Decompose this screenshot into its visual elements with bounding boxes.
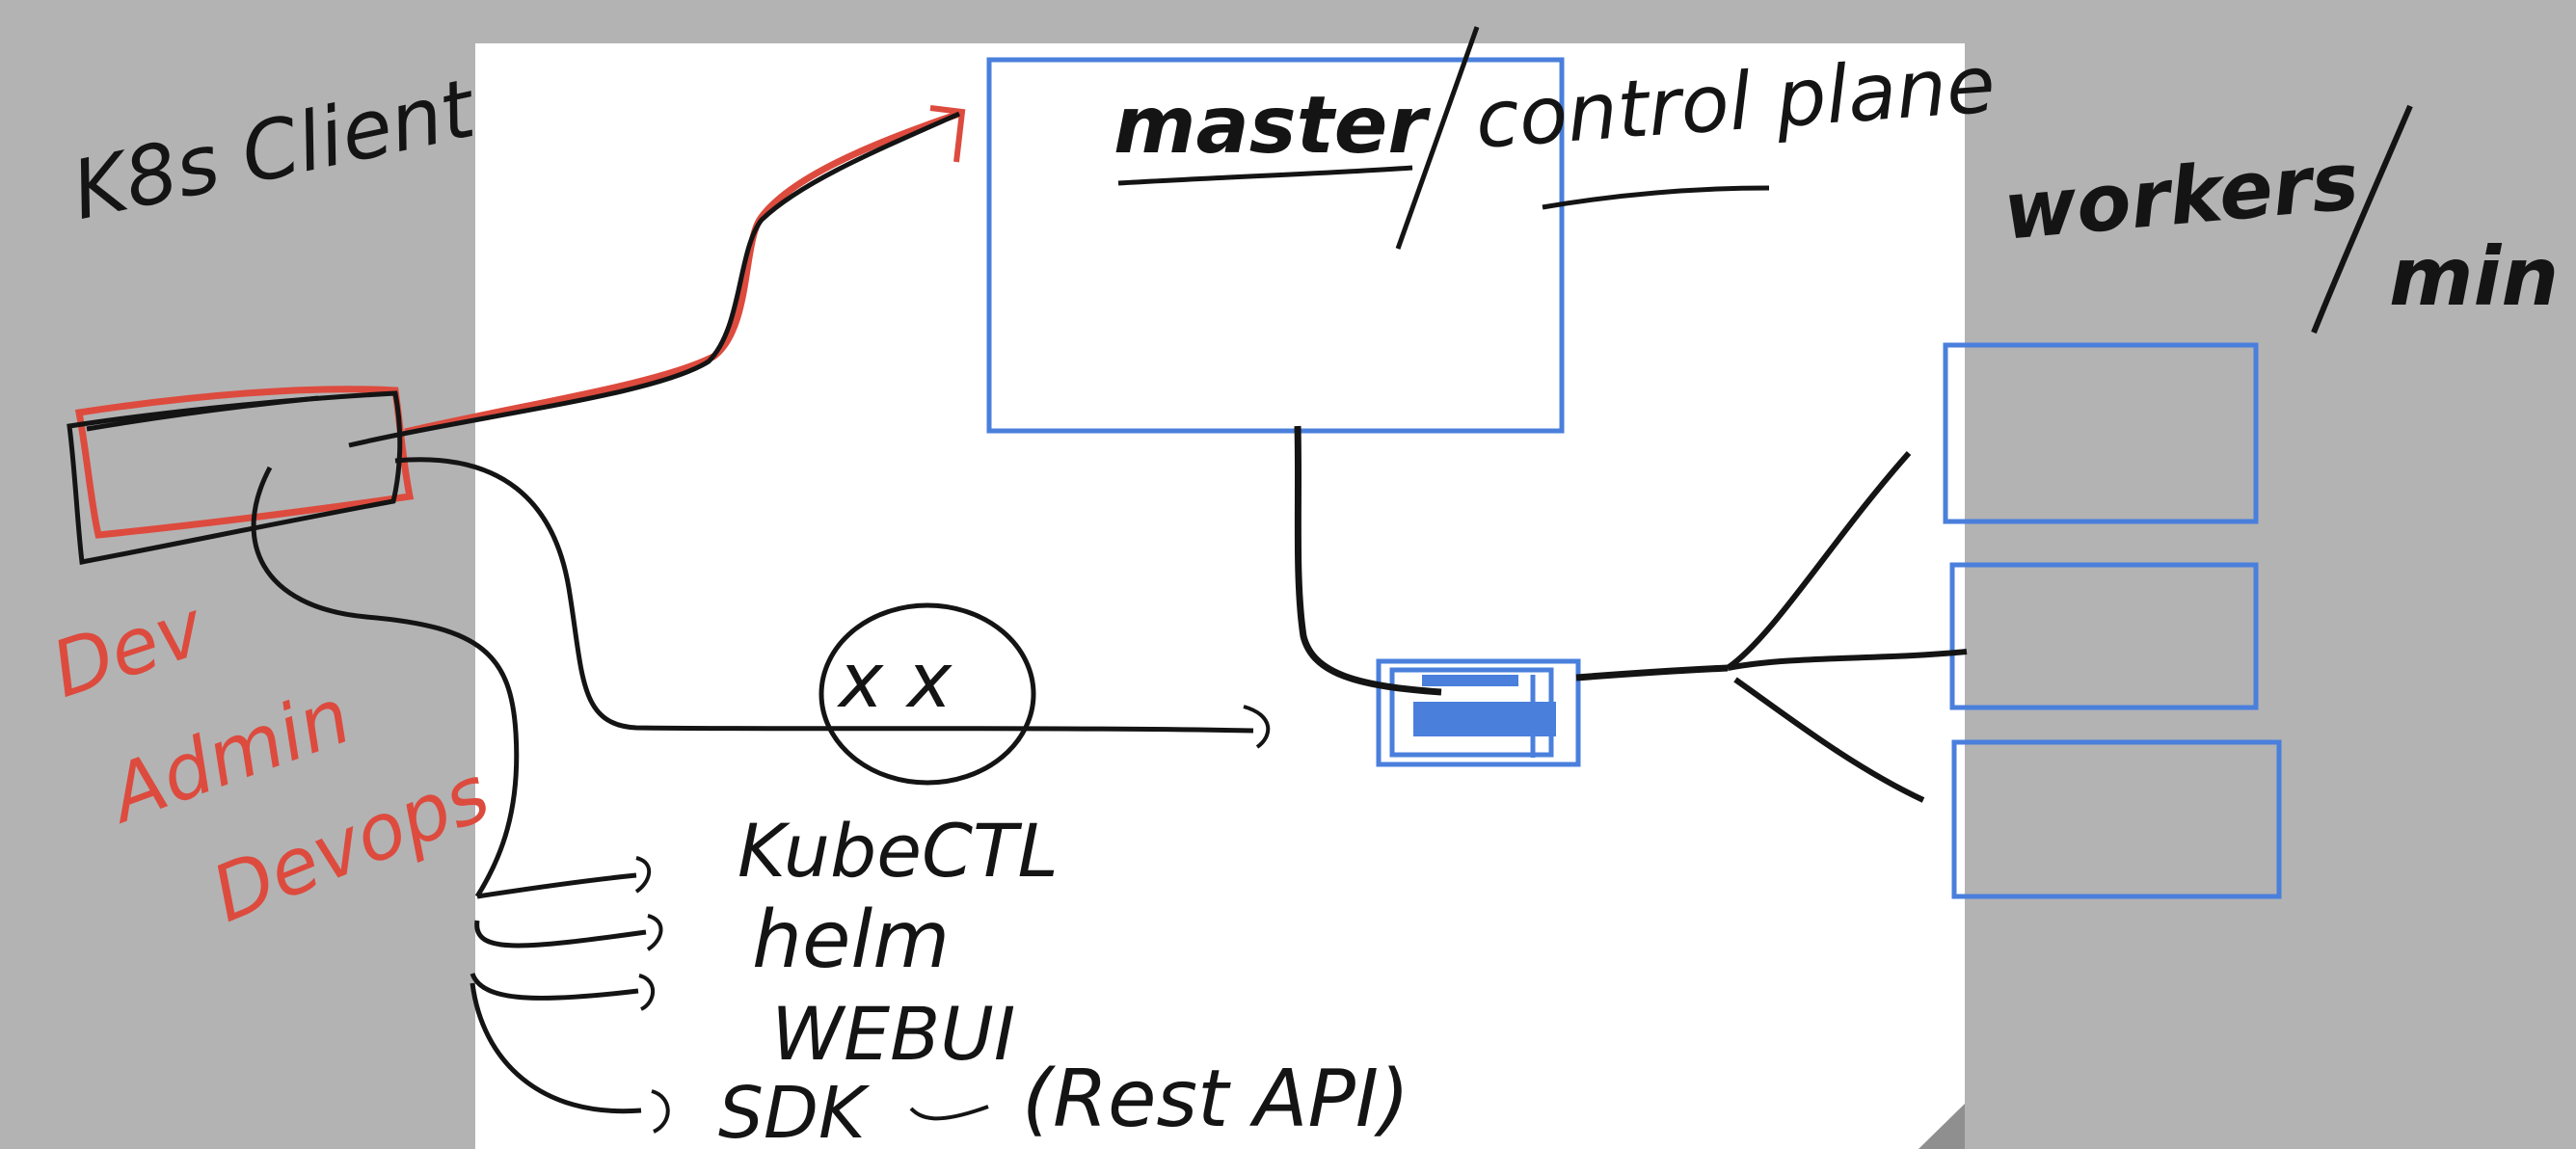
lb-to-workers-lines — [1575, 451, 1968, 803]
master-control-slash — [1395, 26, 1480, 250]
blocked-path-line — [394, 457, 1254, 734]
blocked-marks-label: x x — [839, 638, 953, 725]
master-to-lb-line — [1294, 425, 1442, 696]
master-box — [986, 57, 1565, 434]
control-plane-underline — [1542, 185, 1770, 210]
master-underline — [1117, 165, 1413, 186]
tool-webui: WEBUI — [771, 991, 1016, 1077]
client-box — [67, 386, 415, 565]
blocked-circle — [818, 602, 1036, 786]
tool-helm: helm — [752, 895, 951, 986]
rest-api-label: (Rest API) — [1022, 1054, 1410, 1145]
min-label: min — [2389, 229, 2560, 324]
load-balancer-icon — [1376, 658, 1581, 767]
worker-box-1 — [1943, 342, 2259, 524]
tool-kubectl: KubeCTL — [738, 808, 1059, 894]
sdk-check-mark — [909, 1105, 989, 1121]
client-to-tools-curve — [251, 466, 520, 898]
whiteboard-page — [475, 43, 1965, 1149]
worker-box-3 — [1951, 739, 2282, 899]
tools-arrows — [470, 856, 670, 1134]
client-to-master-arrow — [404, 110, 961, 436]
worker-box-2 — [1949, 562, 2259, 710]
page-curl-corner — [1919, 1104, 1965, 1149]
tool-sdk: SDK — [718, 1072, 866, 1149]
master-label: master — [1114, 80, 1427, 172]
